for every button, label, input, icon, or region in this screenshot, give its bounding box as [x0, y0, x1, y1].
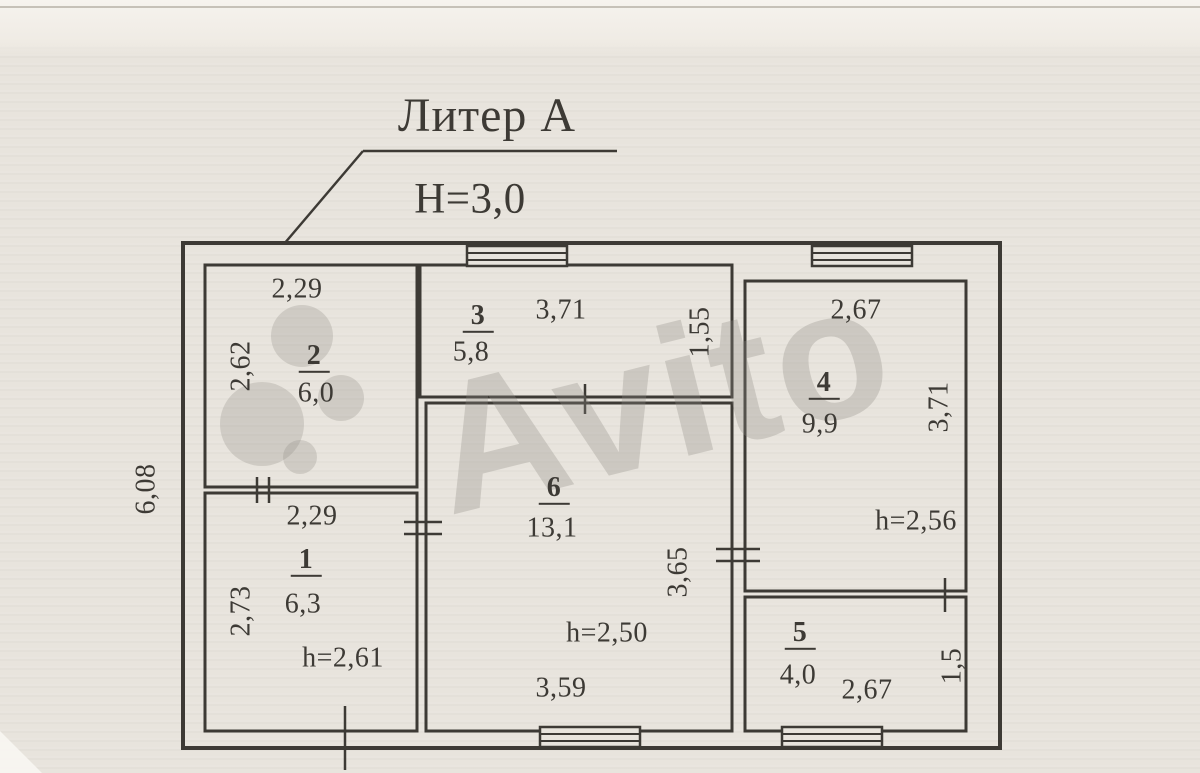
plan-title: Литер А: [397, 88, 577, 142]
room-6-number: 6: [538, 472, 570, 506]
room-6-area: 13,1: [526, 512, 578, 544]
room-1-number: 1: [290, 544, 322, 578]
room-6-ceiling-height: h=2,50: [566, 617, 648, 649]
room-5-dim-bottom: 2,67: [841, 674, 893, 706]
room-4-area: 9,9: [801, 408, 839, 440]
room-2-dim-left: 2,62: [225, 340, 257, 392]
scan-edge-line: [0, 6, 1200, 8]
room-1-area: 6,3: [284, 588, 322, 620]
watermark-logo-circles: [220, 305, 364, 474]
room-5-walls: [743, 595, 968, 733]
building-height-label: Н=3,0: [414, 175, 526, 223]
room-2-area: 6,0: [297, 377, 335, 409]
door-opening-marks: [255, 384, 947, 770]
window-top-right: [810, 244, 914, 268]
room-4-number: 4: [808, 367, 840, 401]
room-6-dim-right: 3,65: [662, 546, 694, 598]
room-1-dim-top: 2,29: [286, 500, 338, 532]
room-4-dim-top: 2,67: [830, 294, 882, 326]
room-5-dim-right: 1,5: [936, 647, 968, 685]
room-1-ceiling-height: h=2,61: [302, 642, 384, 674]
window-symbols: [465, 244, 914, 749]
room-3-dim-right: 1,55: [684, 306, 716, 358]
room-5-area: 4,0: [779, 659, 817, 691]
room-1-dim-left: 2,73: [225, 585, 257, 637]
room-3-walls: [418, 263, 734, 399]
window-top-left: [465, 244, 569, 268]
room-6-dim-bottom: 3,59: [535, 672, 587, 704]
window-bottom-right: [780, 725, 884, 749]
room-1-walls: [203, 491, 419, 733]
room-4-ceiling-height: h=2,56: [875, 505, 957, 537]
room-3-dim-width: 3,71: [535, 294, 587, 326]
scan-artifact-corner: [0, 731, 42, 773]
room-4-walls: [743, 279, 968, 593]
room-2-dim-top: 2,29: [271, 273, 323, 305]
room-2-number: 2: [298, 340, 330, 374]
room-3-area: 5,8: [452, 336, 490, 368]
scan-artifact-top-strip: [0, 0, 1200, 56]
room-5-number: 5: [784, 617, 816, 651]
room-4-dim-right: 3,71: [923, 381, 955, 433]
title-leader-line: [283, 149, 617, 245]
room-3-number: 3: [462, 300, 494, 334]
outer-dimension-left: 6,08: [130, 463, 162, 515]
room-2-walls: [203, 263, 419, 489]
window-bottom-left: [538, 725, 642, 749]
